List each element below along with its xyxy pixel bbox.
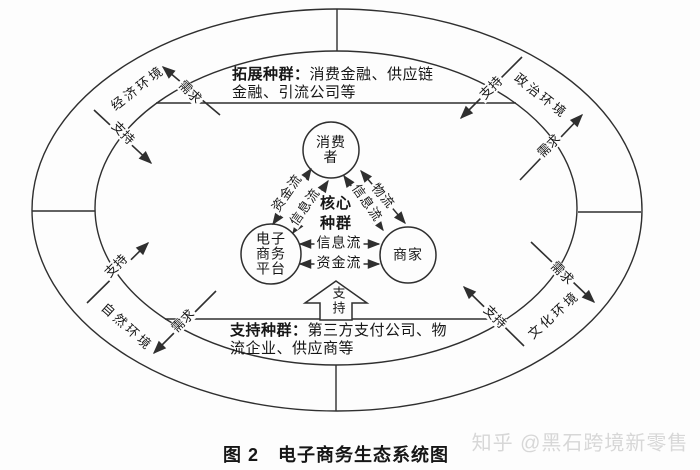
watermark: 知乎 @黑石跨境新零售 (471, 432, 689, 455)
block-support-label: 支持 (330, 286, 346, 316)
support-block-arrow (302, 280, 370, 321)
merchant-label: 商家 (393, 246, 423, 263)
platform-label: 电子 商务 平台 (256, 230, 286, 277)
core-population-label: 核心 种群 (319, 195, 353, 232)
expansion-population-text: 拓展种群：消费金融、供应链 金融、引流公司等 (232, 66, 434, 101)
support-population-text: 支持种群：第三方支付公司、物 流企业、供应商等 (230, 322, 448, 357)
flow-label-capital-bottom: 资金流 (314, 254, 364, 271)
merchant-circle (379, 226, 437, 284)
figure-caption: 图 2 电子商务生态系统图 (222, 445, 450, 465)
flow-label-info-bottom: 信息流 (314, 234, 364, 251)
consumer-circle (302, 121, 360, 179)
consumer-label: 消费 者 (316, 134, 346, 165)
platform-circle (240, 223, 302, 285)
